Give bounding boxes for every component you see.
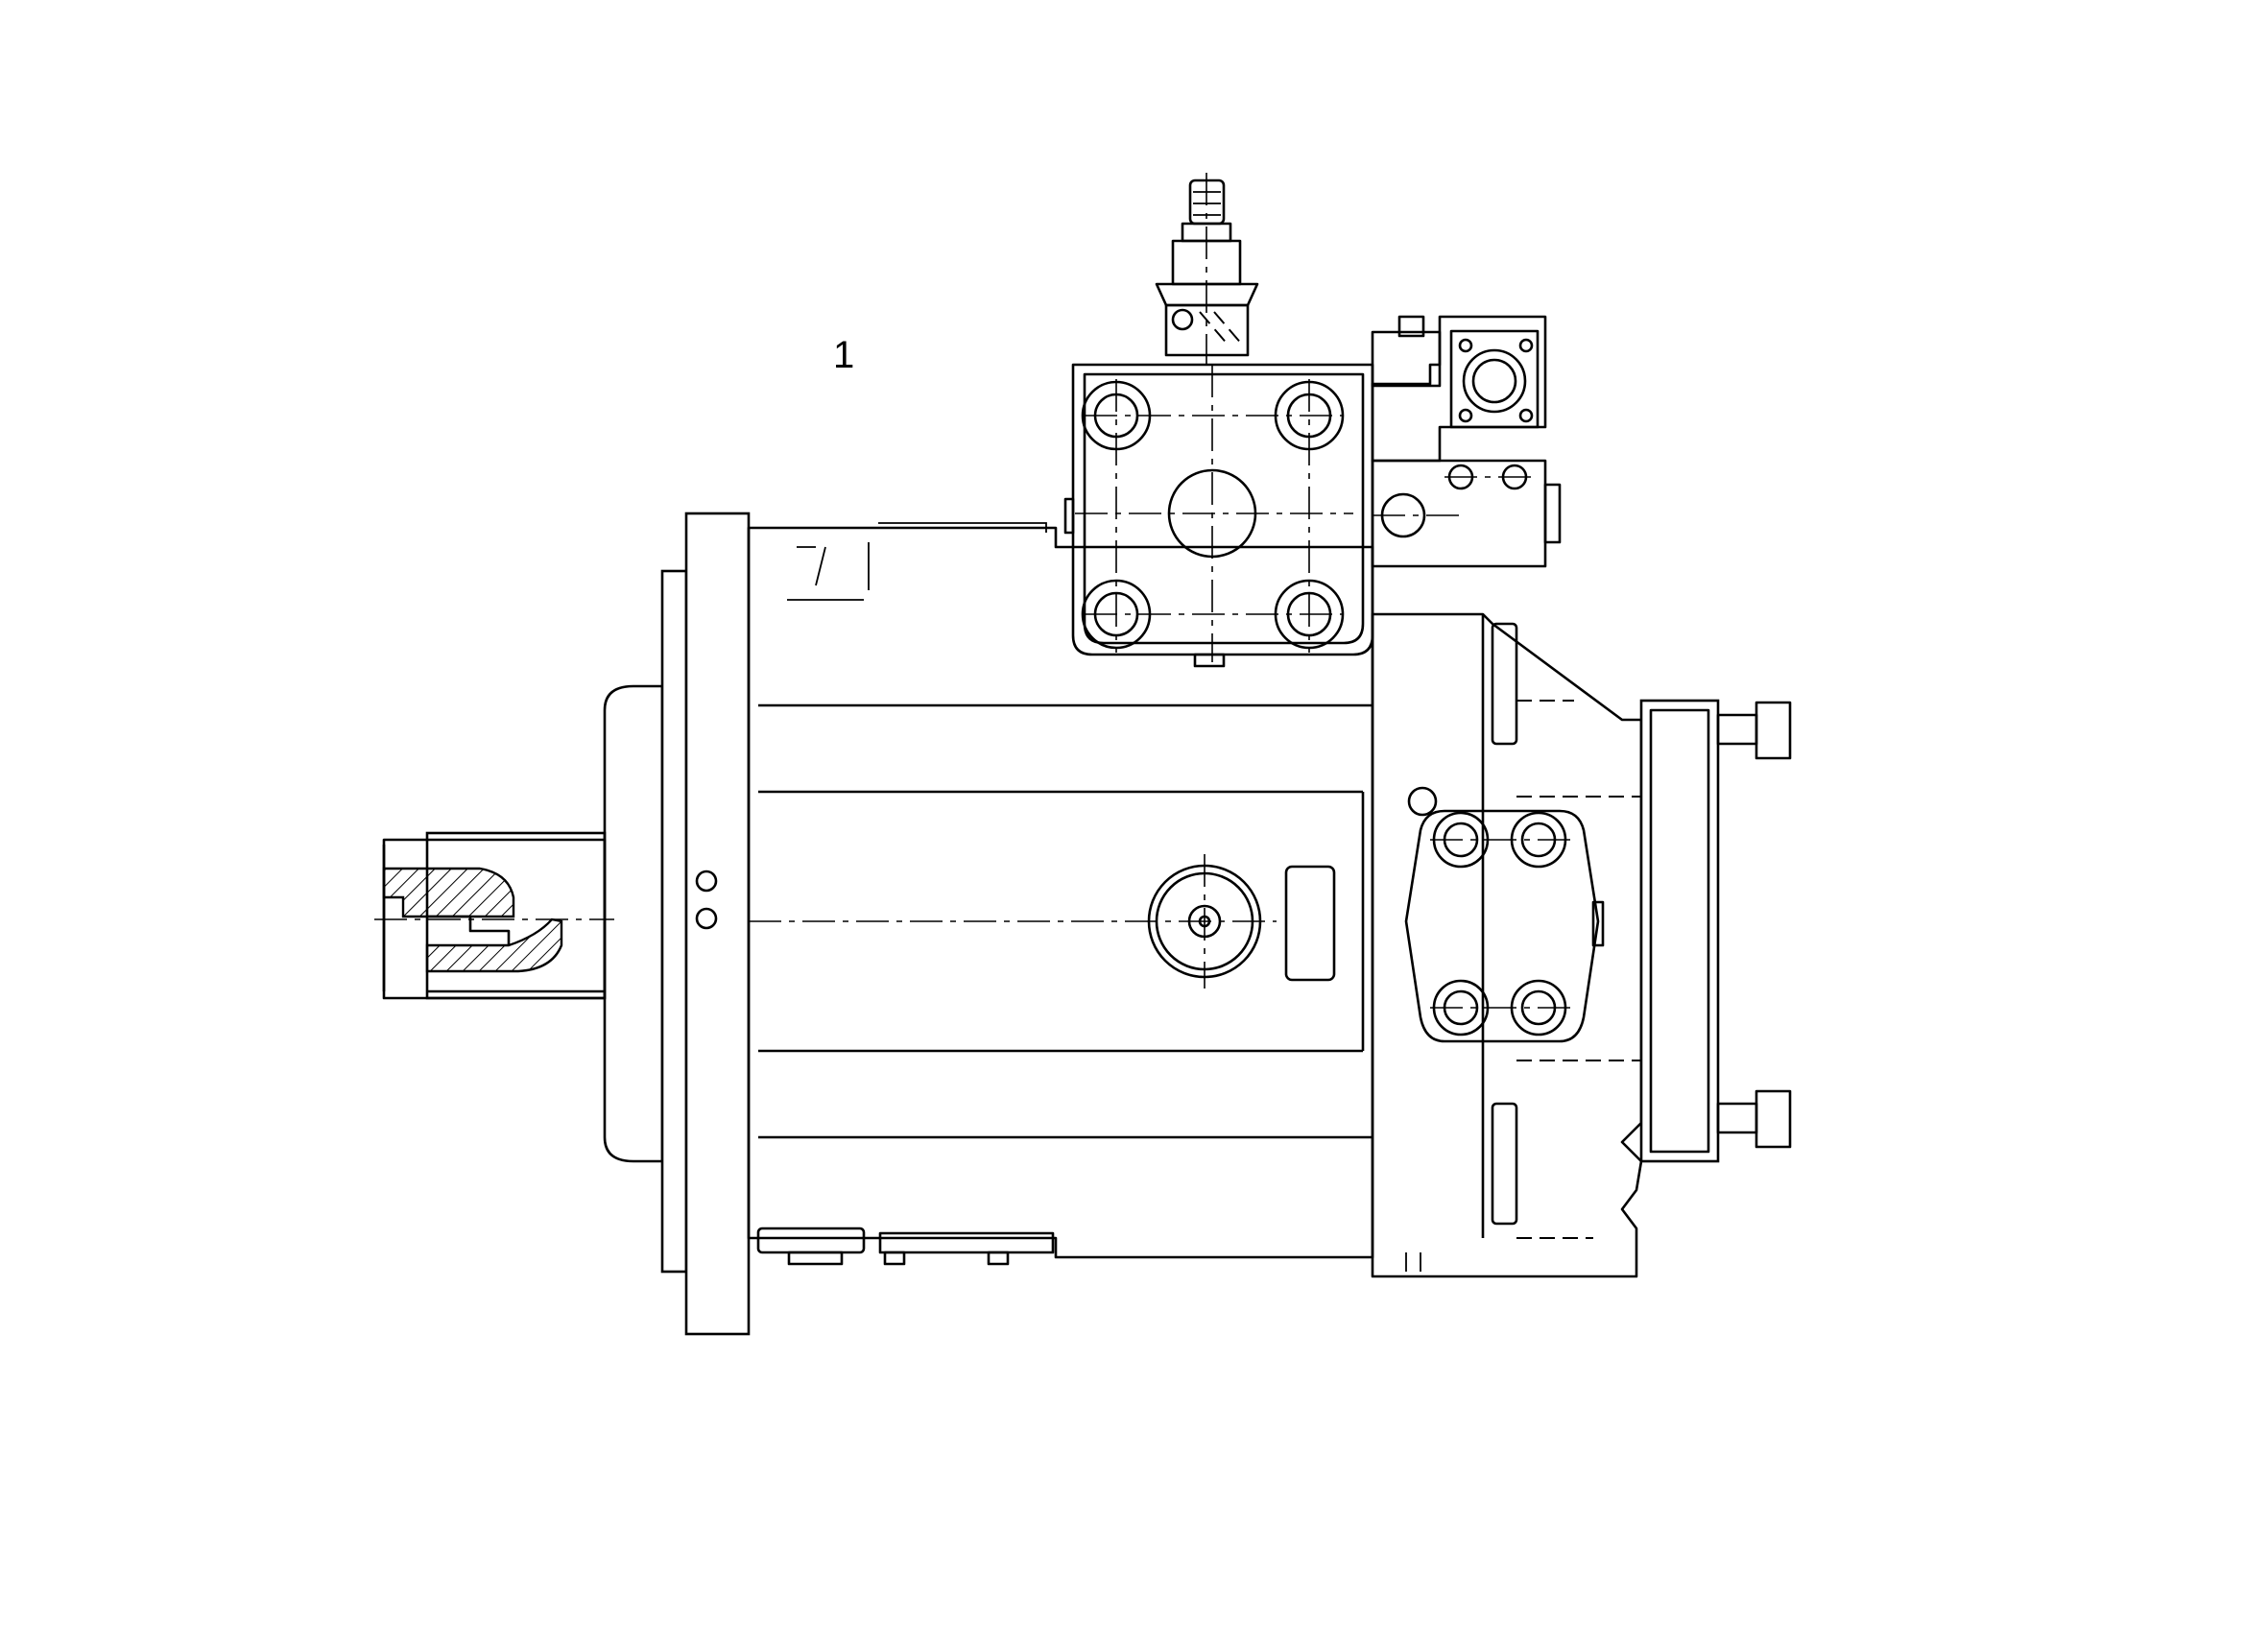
port-plate — [1371, 612, 1792, 1278]
adjustment-screw — [1155, 173, 1259, 365]
control-valve-block — [1063, 363, 1374, 668]
drive-shaft — [374, 831, 614, 1000]
housing-base-details — [756, 1227, 1055, 1266]
mounting-flange — [603, 512, 751, 1336]
pump-housing — [747, 522, 1374, 1259]
solenoid-valve — [1371, 315, 1562, 568]
side-port-flange — [1404, 786, 1605, 1043]
callout-label-1: 1 — [833, 334, 855, 376]
